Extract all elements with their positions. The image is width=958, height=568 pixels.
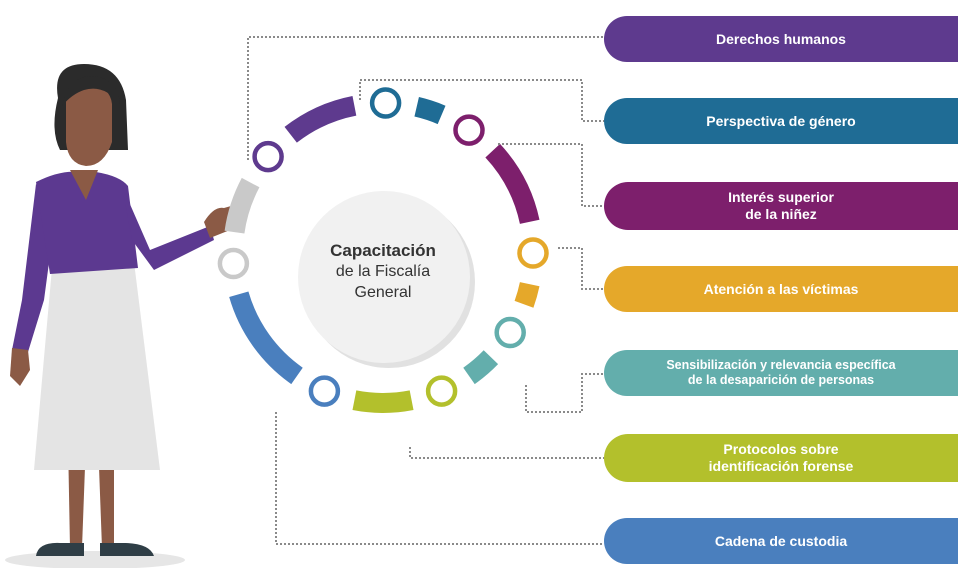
topic-pill-1: Derechos humanos (604, 16, 958, 62)
ring-segment-1 (284, 95, 357, 143)
right-sleeve (122, 186, 214, 270)
hair-fringe (62, 76, 120, 106)
ring-nodes (217, 87, 549, 407)
ring-node-3 (453, 114, 485, 146)
connector-lines (247, 36, 604, 545)
topic-pill-3-line-1: Interés superior (728, 189, 834, 206)
connector-1 (247, 36, 604, 160)
floor-shadow (5, 551, 185, 568)
topic-pill-4-line-1: Atención a las víctimas (703, 280, 859, 297)
ring-node-1 (252, 140, 284, 173)
connector-5 (525, 373, 604, 413)
center-line-3: General (354, 284, 412, 301)
face (66, 83, 112, 166)
connector-4 (558, 247, 604, 290)
topic-pill-5-line-2: de la desaparición de personas (687, 373, 875, 387)
center-label: Capacitación de la Fiscalía General (300, 240, 466, 303)
topic-pill-4: Atención a las víctimas (604, 266, 958, 312)
topic-pill-7: Cadena de custodia (604, 518, 958, 564)
ring-segment-4 (514, 281, 540, 308)
ring-node-4 (517, 237, 549, 269)
left-hand (10, 348, 30, 386)
ring-node-7 (308, 375, 341, 407)
ring-segment-6 (352, 390, 414, 413)
ring-node-gray (217, 247, 250, 280)
topic-pill-2: Perspectiva de género (604, 98, 958, 144)
center-line-2: de la Fiscalía (335, 263, 431, 280)
topic-pill-6-line-1: Protocolos sobre (723, 441, 839, 458)
presenter-figure (10, 64, 238, 556)
ring-segment-5 (463, 350, 499, 385)
connector-3 (498, 143, 604, 207)
ring-node-6 (425, 375, 458, 407)
ring-segment-2 (414, 97, 446, 125)
ring-segment-3 (485, 143, 540, 225)
ring-node-2 (369, 87, 402, 119)
ring-segment-7 (229, 291, 303, 385)
skirt (34, 262, 160, 470)
neck (70, 170, 98, 200)
topic-pill-7-line-1: Cadena de custodia (714, 532, 848, 549)
left-shoe (36, 542, 84, 556)
topic-pill-2-line-1: Perspectiva de género (706, 112, 856, 129)
ring-segment-gray (224, 177, 260, 234)
center-circle (298, 191, 470, 363)
topic-pill-3-line-2: de la niñez (745, 206, 817, 222)
shirt (36, 171, 138, 274)
topic-pill-6-line-2: identificación forense (708, 458, 854, 474)
training-ring (224, 95, 540, 413)
ring-node-5 (494, 316, 526, 349)
topic-pill-1-line-1: Derechos humanos (716, 30, 846, 47)
center-title: Capacitación (330, 241, 436, 260)
topic-pill-5-line-1: Sensibilización y relevancia específica (666, 358, 896, 372)
connector-7 (275, 412, 604, 545)
right-shoe (100, 543, 154, 556)
connector-6 (409, 447, 604, 459)
connector-2 (359, 79, 604, 122)
